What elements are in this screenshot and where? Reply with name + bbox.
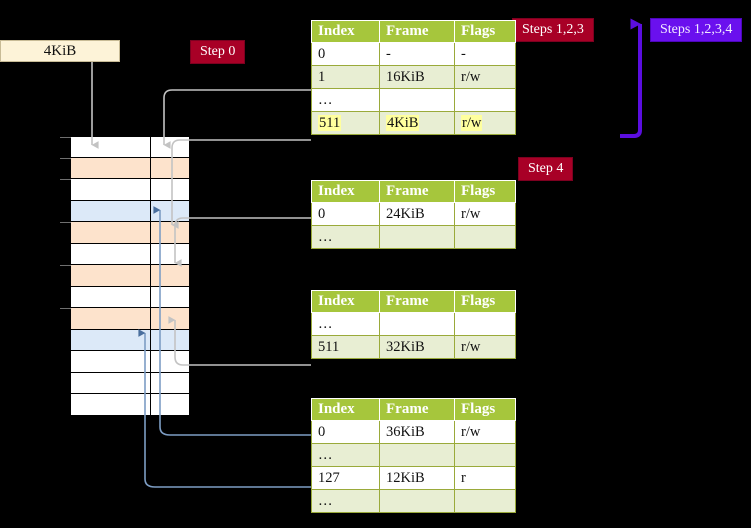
table-cell: 0	[311, 42, 380, 66]
table-cell	[379, 443, 455, 467]
column-header-frame: Frame	[379, 398, 455, 421]
table-row: …	[311, 443, 516, 467]
table-cell	[454, 225, 516, 249]
column-header-flags: Flags	[454, 180, 516, 203]
badge-steps-1-2-3: Steps 1,2,3	[512, 18, 594, 42]
memory-frame-row	[60, 308, 190, 330]
table-cell: …	[311, 312, 380, 336]
memory-frame-tick	[60, 222, 71, 223]
table-cell: 511	[311, 111, 380, 135]
memory-frame-tick	[60, 308, 71, 309]
memory-frame-row	[70, 243, 190, 265]
table-cell: -	[454, 42, 516, 66]
table-cell: …	[311, 443, 380, 467]
memory-frame-row	[70, 329, 190, 351]
table-row: 511 4KiB r/w	[311, 111, 516, 135]
physical-memory-frames	[60, 136, 190, 416]
highlighted-value: r/w	[461, 114, 483, 131]
memory-frame-row	[70, 351, 190, 373]
column-header-index: Index	[311, 398, 380, 421]
table-cell: r/w	[454, 335, 516, 359]
table-cell	[454, 443, 516, 467]
badge-step-4: Step 4	[518, 157, 574, 181]
table-cell: …	[311, 225, 380, 249]
memory-frame-row	[70, 372, 190, 394]
table-cell	[454, 88, 516, 112]
highlighted-value: 4KiB	[386, 114, 420, 131]
table-cell: 0	[311, 420, 380, 444]
table-cell: 4KiB	[379, 111, 455, 135]
table-cell	[379, 312, 455, 336]
memory-frame-row	[70, 394, 190, 416]
table-cell: 12KiB	[379, 466, 455, 490]
highlighted-value: 511	[318, 114, 342, 131]
memory-frame-row	[60, 136, 190, 158]
memory-frame-row	[60, 265, 190, 287]
column-header-frame: Frame	[379, 180, 455, 203]
table-cell: -	[379, 42, 455, 66]
table-cell: 16KiB	[379, 65, 455, 89]
table-row: …	[311, 225, 516, 249]
memory-frame-row	[70, 200, 190, 222]
table-cell: 511	[311, 335, 380, 359]
table-cell	[454, 312, 516, 336]
badge-steps-1-2-3-4: Steps 1,2,3,4	[650, 18, 743, 42]
column-header-index: Index	[311, 20, 380, 43]
memory-frame-row	[70, 286, 190, 308]
column-header-frame: Frame	[379, 290, 455, 313]
column-header-frame: Frame	[379, 20, 455, 43]
table-cell	[379, 88, 455, 112]
table-cell: 127	[311, 466, 380, 490]
table-row: …	[311, 489, 516, 513]
badge-step-0: Step 0	[190, 40, 246, 64]
memory-frame-row	[60, 222, 190, 244]
table-cell	[379, 489, 455, 513]
memory-frame-row	[60, 157, 190, 179]
table-cell	[379, 225, 455, 249]
table-cell: r/w	[454, 420, 516, 444]
table-cell: r	[454, 466, 516, 490]
table-cell: r/w	[454, 111, 516, 135]
memory-frame-tick	[60, 265, 71, 266]
table-row: 0--	[311, 42, 516, 66]
column-header-index: Index	[311, 180, 380, 203]
table-cell: …	[311, 88, 380, 112]
table-cell: 36KiB	[379, 420, 455, 444]
table-cell: …	[311, 489, 380, 513]
table-cell	[454, 489, 516, 513]
column-header-flags: Flags	[454, 20, 516, 43]
column-header-flags: Flags	[454, 290, 516, 313]
table-cell: 24KiB	[379, 202, 455, 226]
table-cell: 1	[311, 65, 380, 89]
table-cell: 0	[311, 202, 380, 226]
table-cell: 32KiB	[379, 335, 455, 359]
table-cell: r/w	[454, 65, 516, 89]
memory-column-divider	[150, 136, 151, 415]
frame-size-label: 4KiB	[43, 42, 77, 59]
table-cell: r/w	[454, 202, 516, 226]
memory-frame-tick	[60, 137, 71, 138]
memory-frame-tick	[60, 179, 71, 180]
frame-size-box: 4KiB	[0, 40, 120, 62]
column-header-flags: Flags	[454, 398, 516, 421]
table-row: …	[311, 312, 516, 336]
memory-frame-row	[60, 179, 190, 201]
table-row: …	[311, 88, 516, 112]
memory-frame-tick	[60, 157, 71, 159]
column-header-index: Index	[311, 290, 380, 313]
